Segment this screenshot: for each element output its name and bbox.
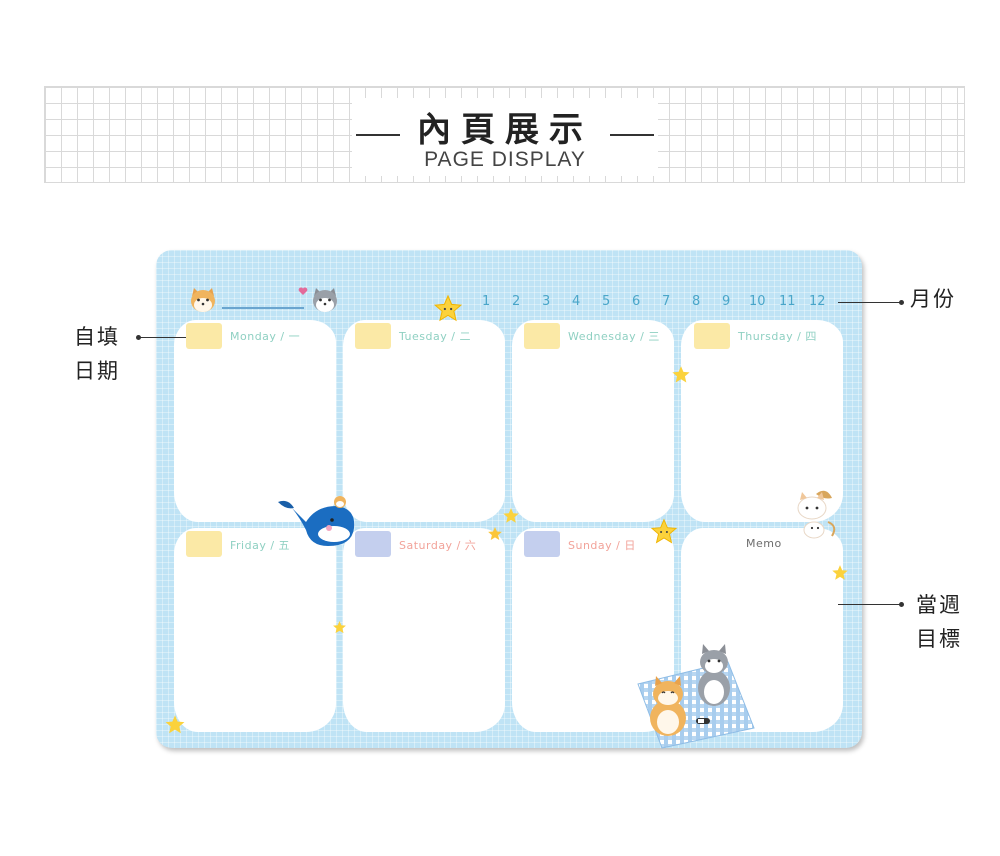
date-tab-thursday [694,323,730,349]
month-3[interactable]: 3 [542,294,551,309]
day-label-saturday: Saturday / 六 [399,539,477,552]
annotation-weekly-goal: 當週 目標 [916,588,962,656]
cat-icon [797,490,836,539]
page-title-zh: 內頁展示 [417,110,593,150]
date-tab-tuesday [355,323,391,349]
star-icon [672,366,690,383]
month-7[interactable]: 7 [662,294,671,309]
month-4[interactable]: 4 [572,294,581,309]
whale-icon [278,496,355,546]
title-block: 內頁展示 PAGE DISPLAY [352,98,658,176]
day-label-wednesday: Wednesday / 三 [568,330,660,343]
day-label-tuesday: Tuesday / 二 [399,330,471,343]
memo-label: Memo [746,537,782,550]
date-tab-wednesday [524,323,560,349]
date-tab-monday [186,323,222,349]
day-label-friday: Friday / 五 [230,539,291,552]
cell-thursday [681,320,843,522]
month-selector: 1 2 3 4 5 6 7 8 9 10 11 12 [478,294,838,312]
star-icon [650,518,678,544]
annotation-month: 月份 [910,287,956,311]
month-6[interactable]: 6 [632,294,641,309]
month-12[interactable]: 12 [809,294,826,309]
goal-pointer-line [838,604,902,605]
annotation-self-fill-date: 自填 日期 [74,320,120,388]
star-icon [433,294,463,322]
page-title-en: PAGE DISPLAY [424,148,586,171]
star-icon [333,620,346,634]
month-11[interactable]: 11 [779,294,796,309]
month-2[interactable]: 2 [512,294,521,309]
month-8[interactable]: 8 [692,294,701,309]
title-left-rule [356,134,400,136]
cell-wednesday [512,320,674,522]
date-tab-sunday [524,531,560,557]
annotation-weekly-goal-line2: 目標 [916,627,962,651]
star-icon [488,527,502,540]
date-tab-saturday [355,531,391,557]
shiba-dog-icon [191,288,215,312]
star-icon [165,715,185,734]
annotation-weekly-goal-line1: 當週 [916,593,962,617]
cell-saturday [343,528,505,732]
month-pointer-line [838,302,902,303]
cell-tuesday [343,320,505,522]
title-right-rule [610,134,654,136]
cell-monday [174,320,336,522]
month-9[interactable]: 9 [722,294,731,309]
month-10[interactable]: 10 [749,294,766,309]
month-pointer-dot [899,300,904,305]
goal-pointer-dot [899,602,904,607]
annotation-pointer-line [138,337,186,338]
star-icon [832,565,848,580]
husky-dog-icon [313,288,337,312]
day-label-thursday: Thursday / 四 [738,330,817,343]
date-tab-friday [186,531,222,557]
star-icon [503,508,519,523]
month-5[interactable]: 5 [602,294,611,309]
month-1[interactable]: 1 [482,294,491,309]
annotation-self-fill-line1: 自填 [74,325,120,349]
day-label-monday: Monday / 一 [230,330,301,343]
picnic-blanket-icon [637,644,755,749]
heart-icon [298,287,308,295]
annotation-self-fill-line2: 日期 [74,359,120,383]
cell-friday [174,528,336,732]
day-label-sunday: Sunday / 日 [568,539,636,552]
date-fill-line[interactable] [222,307,304,309]
